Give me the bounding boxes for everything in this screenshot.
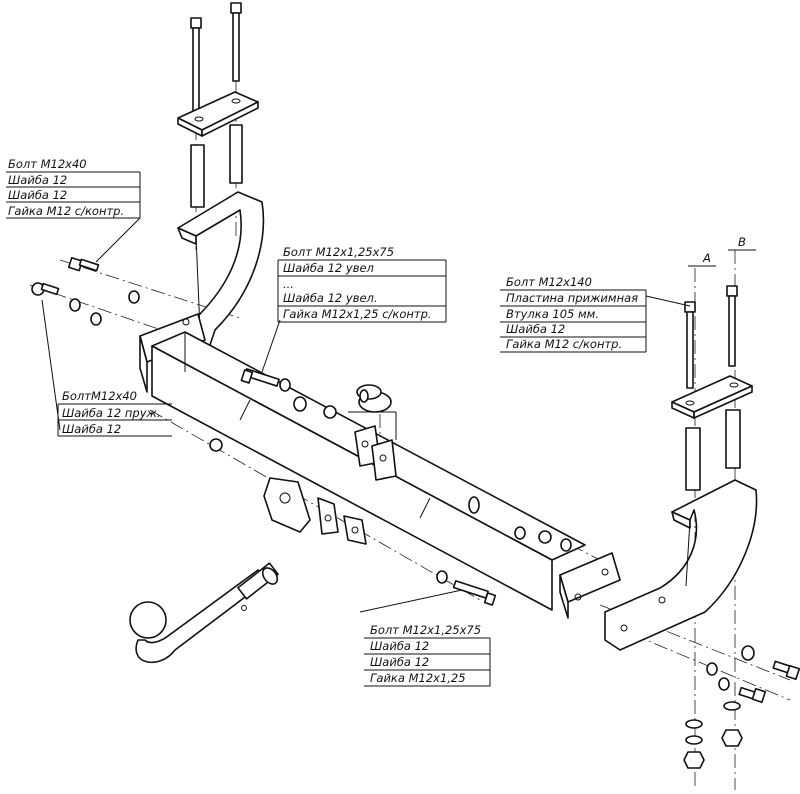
- right-flange: [559, 552, 621, 603]
- callout-text: Болт М12х140: [506, 275, 592, 289]
- callout-text: ...: [283, 277, 294, 291]
- section-markers: А В: [688, 235, 756, 267]
- callout-text: Гайка М12 с/контр.: [506, 337, 622, 351]
- callout-text: Шайба 12 увел: [283, 261, 375, 275]
- callout-text: Пластина прижимная: [506, 291, 638, 305]
- bolt-head: [190, 17, 202, 29]
- loose-fasteners: [31, 256, 572, 606]
- callout-text: Гайка М12х1,25 с/контр.: [283, 307, 432, 321]
- callout-text: Гайка М12 с/контр.: [8, 204, 124, 218]
- callout-text: Втулка 105 мм.: [506, 307, 599, 321]
- bolt-head: [230, 2, 242, 14]
- callout-mid-left: БолтМ12х40 Шайба 12 пруж. Шайба 12: [57, 389, 172, 437]
- bushing: [229, 124, 243, 184]
- right-mounting-bracket: [604, 479, 758, 651]
- callout-text: Шайба 12 увел.: [283, 291, 378, 305]
- long-bolt: [192, 27, 200, 115]
- long-bolt: [232, 12, 240, 82]
- callout-center-top: Болт М12х1,25х75 Шайба 12 увел ... Шайба…: [277, 245, 447, 323]
- callout-text: Шайба 12: [8, 188, 67, 202]
- callout-top-left: Болт М12х40 Шайба 12 Шайба 12 Гайка М12 …: [6, 157, 141, 219]
- bolt-top-left: [67, 256, 100, 272]
- callout-text: Шайба 12: [370, 655, 429, 669]
- top-left-mounting-set: [177, 2, 259, 208]
- rubber-buffer: [354, 384, 397, 481]
- bushing: [190, 144, 205, 208]
- right-mounting-set: [671, 285, 753, 491]
- right-loose-fasteners: [683, 645, 800, 769]
- callout-text: БолтМ12х40: [62, 389, 137, 403]
- tow-ball-hook: [129, 562, 279, 664]
- ball-mount-plate: [263, 477, 367, 545]
- callout-text: Шайба 12: [8, 173, 67, 187]
- callout-text: Шайба 12 пруж.: [62, 406, 161, 420]
- callout-text: Шайба 12: [62, 422, 121, 436]
- callout-bottom-center: Болт М12х1,25х75 Шайба 12 Шайба 12 Гайка…: [364, 623, 491, 687]
- section-marker-b: В: [738, 235, 746, 249]
- callout-text: Болт М12х1,25х75: [370, 623, 481, 637]
- callout-right: Болт М12х140 Пластина прижимная Втулка 1…: [500, 275, 647, 353]
- callout-text: Болт М12х1,25х75: [283, 245, 394, 259]
- callout-text: Шайба 12: [506, 322, 565, 336]
- callout-text: Гайка М12х1,25: [370, 671, 466, 685]
- callout-text: Шайба 12: [370, 639, 429, 653]
- section-marker-a: А: [702, 251, 711, 265]
- callout-text: Болт М12х40: [8, 157, 87, 171]
- tow-ball: [129, 601, 167, 639]
